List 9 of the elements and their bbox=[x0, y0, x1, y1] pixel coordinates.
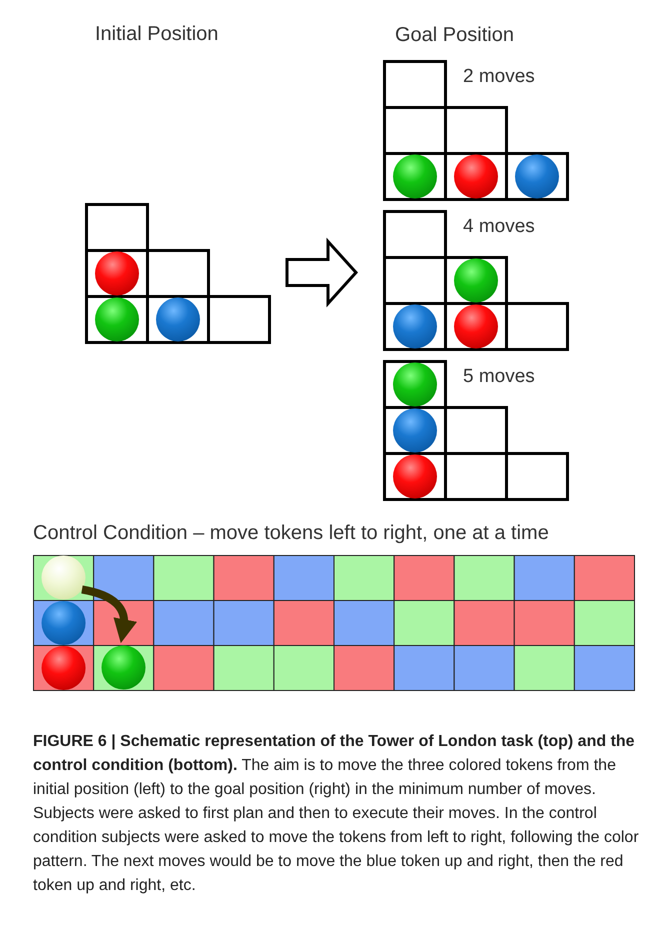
heading: Initial Position bbox=[95, 23, 218, 46]
moves-label: 4 moves bbox=[463, 216, 535, 238]
curved-arrow bbox=[81, 586, 137, 644]
heading: Control Condition – move tokens left to right, one at a time bbox=[33, 522, 549, 545]
block-arrow bbox=[286, 238, 358, 308]
moves-label: 5 moves bbox=[463, 366, 535, 388]
heading: Goal Position bbox=[395, 24, 514, 47]
moves-label: 2 moves bbox=[463, 66, 535, 88]
figure-caption: FIGURE 6 | Schematic representation of the Tower of London task (top) and the control condition (bottom). The aim is to move the three colored tokens from the initial position (left) to the goal position (right) in the minimum number of moves. Subjects were asked to first plan and then to execute their moves. In the control condition subjects were asked to move the tokens from left to right, following the color pattern. The next moves would be to move the blue token up and right, then the red token up and right, etc. bbox=[33, 732, 640, 896]
